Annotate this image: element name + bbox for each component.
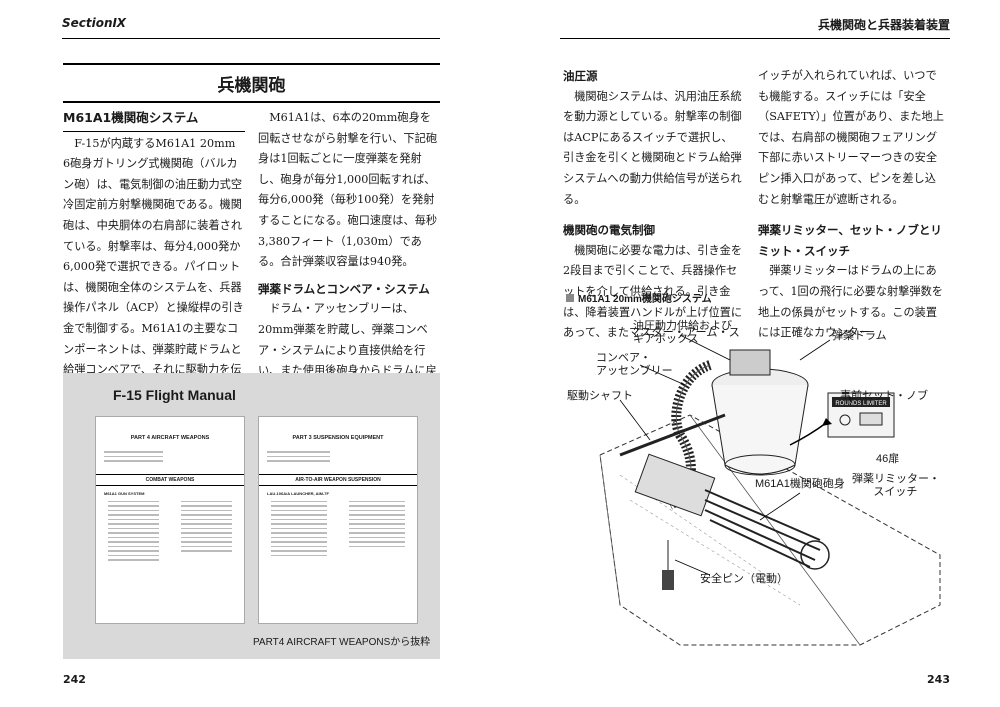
body-paragraph: M61A1は、6本の20mm砲身を回転させながら射撃を行い、下記砲身は1回転ごと… <box>258 111 438 269</box>
doc-heading: M61A1 GUN SYSTEM <box>104 490 145 496</box>
limiter-panel-label: ROUNDS LIMITER <box>835 401 887 407</box>
label-limiter-switch: 弾薬リミッター・ スイッチ <box>852 473 940 498</box>
body-paragraph: イッチが入れられていれば、いつでも機能する。スイッチには「安全（SAFETY）」… <box>758 69 944 206</box>
doc-section-title: AIR-TO-AIR WEAPON SUSPENSION <box>259 473 417 486</box>
header-rule-right <box>560 38 950 39</box>
section-label: SectionⅨ <box>62 16 126 30</box>
label-hydraulic-gearbox: 油圧動力供給およびギアボックス <box>633 320 732 345</box>
body-paragraph: 機関砲に必要な電力は、引き金を2段目まで引くことで、兵器操作セットを介して供給さ… <box>563 243 743 340</box>
doc-part-title: PART 4 AIRCRAFT WEAPONS <box>130 435 210 441</box>
manual-page-1: PART 4 AIRCRAFT WEAPONS COMBAT WEAPONS M… <box>95 416 245 624</box>
label-preset-knob: 事前セット・ノブ <box>840 390 928 402</box>
excerpt-caption: PART4 AIRCRAFT WEAPONSから抜粋 <box>253 637 431 648</box>
manual-title: F-15 Flight Manual <box>113 387 236 403</box>
page-number-right: 243 <box>927 673 950 686</box>
subsection-heading: 機関砲の電気制御 <box>563 223 655 238</box>
figure-title: M61A1 20mm機関砲システム <box>566 290 712 305</box>
label-conveyor: コンベア・アッセンブリー <box>596 352 673 377</box>
doc-heading: LAU-106A/A LAUNCHER, AIM-7F <box>267 490 329 496</box>
label-ammo-drum: 弾薬ドラム <box>832 330 887 342</box>
label-gun-barrel: M61A1機関砲砲身 <box>755 478 845 490</box>
section-heading: M61A1機関砲システム <box>63 108 245 132</box>
subsection-heading: 油圧源 <box>563 69 598 83</box>
chapter-title: 兵機関砲と兵器装着装置 <box>817 18 950 32</box>
manual-page-2: PART 3 SUSPENSION EQUIPMENT AIR-TO-AIR W… <box>258 416 418 624</box>
subsection-heading: 弾薬リミッター、セット・ノブとリミット・スイッチ <box>758 223 942 258</box>
label-drive-shaft: 駆動シャフト <box>567 390 633 402</box>
gun-system-illustration: ROUNDS LIMITER <box>599 334 941 646</box>
page-title: 兵機関砲 <box>63 63 440 103</box>
doc-section-title: COMBAT WEAPONS <box>96 473 244 486</box>
header-rule-left <box>62 38 440 39</box>
body-paragraph: 弾薬リミッターはドラムの上にあって、1回の飛行に必要な射撃弾数を地上の係員がセッ… <box>758 264 943 340</box>
doc-part-title: PART 3 SUSPENSION EQUIPMENT <box>292 435 384 441</box>
body-paragraph: 機関砲システムは、汎用油圧系統を動力源としている。射撃率の制御はACPにあるスイ… <box>563 89 742 206</box>
label-safety-pin: 安全ピン（電動） <box>700 573 788 585</box>
label-door-46: 46扉 <box>876 453 900 465</box>
right-column-2: イッチが入れられていれば、いつでも機能する。スイッチには「安全（SAFETY）」… <box>758 66 946 344</box>
subsection-heading: 弾薬ドラムとコンベア・システム <box>258 281 430 296</box>
page-number-left: 242 <box>63 673 86 686</box>
right-column-1: 油圧源 機関砲システムは、汎用油圧系統を動力源としている。射撃率の制御はACPに… <box>563 66 743 344</box>
